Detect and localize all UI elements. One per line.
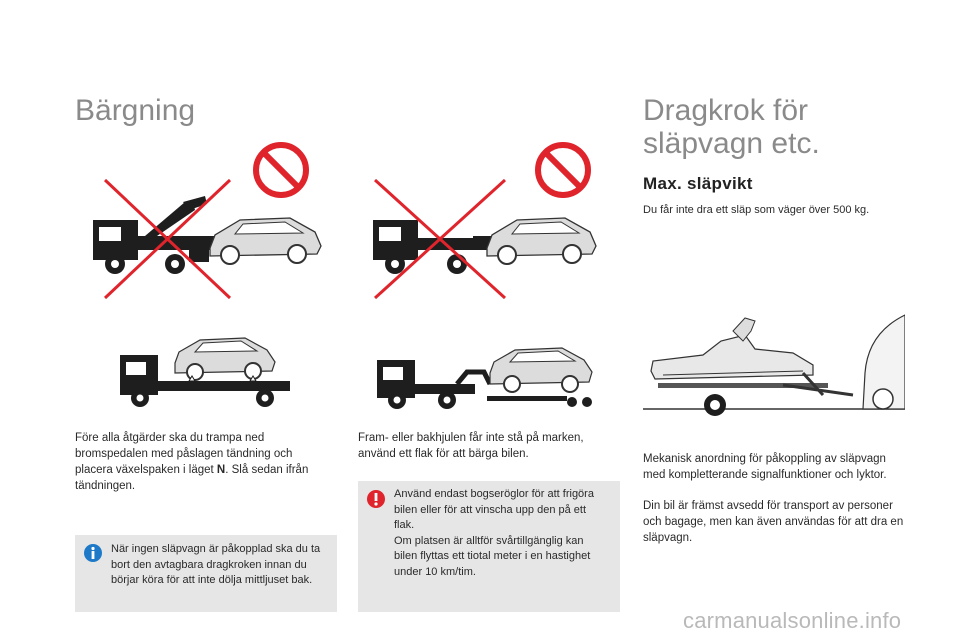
gear-position-n: N <box>216 464 226 476</box>
flatbed-instructions: Fram- eller bakhjulen får inte stå på ma… <box>358 432 584 460</box>
watermark: carmanualsonline.info <box>683 608 902 633</box>
towing-instructions-line-4: tändningen. <box>75 480 136 492</box>
section-heading-max-weight: Max. släpvikt <box>643 174 753 193</box>
warning-note-text: Använd endast bogseröglor för att frigör… <box>394 487 604 580</box>
tow-lift-prohibited-illustration <box>93 142 322 300</box>
warning-icon <box>367 490 385 508</box>
car-icon <box>209 217 322 265</box>
towing-instructions-line-2: bromspedalen med påslagen tändning och <box>75 448 293 460</box>
title-line-1: Dragkrok för <box>643 94 809 127</box>
warning-note: Använd endast bogseröglor för att frigör… <box>358 481 620 612</box>
max-weight-text: Du får inte dra ett släp som väger över … <box>643 204 870 216</box>
prohibition-icon <box>535 142 591 198</box>
towing-instructions-line-3: placera växelspaken i läget <box>75 464 217 476</box>
towbar-usage: Din bil är främst avsedd för transport a… <box>643 500 904 544</box>
info-note-text: När ingen släpvagn är påkopplad ska du t… <box>111 543 321 586</box>
warning-note-line-1: Använd endast bogseröglor för att frigör… <box>394 488 594 531</box>
towbar-description: Mekanisk anordning för påkoppling av slä… <box>643 453 887 481</box>
tow-drag-prohibited-illustration <box>373 142 597 300</box>
info-note: När ingen släpvagn är påkopplad ska du t… <box>75 535 337 612</box>
prohibition-icon <box>253 142 309 198</box>
tow-dolly-illustration <box>377 347 593 409</box>
car-icon <box>486 217 597 265</box>
flatbed-truck-illustration <box>120 337 290 407</box>
cross-line <box>103 178 232 300</box>
warning-note-line-2: Om platsen är alltför svårtillgänglig ka… <box>394 534 591 578</box>
page-title-towing: Bärgning <box>75 94 196 127</box>
info-icon <box>84 544 102 562</box>
towing-instructions-line-3-end: . Slå sedan ifrån <box>225 464 309 476</box>
towing-instructions: Före alla åtgärder ska du trampa ned bro… <box>75 430 335 494</box>
tow-truck-icon <box>373 220 493 274</box>
tow-truck-icon <box>93 196 218 274</box>
page-title-towbar: Dragkrok för släpvagn etc. <box>643 94 923 160</box>
title-line-2: släpvagn etc. <box>643 127 820 160</box>
towing-instructions-line-1: Före alla åtgärder ska du trampa ned <box>75 432 265 444</box>
cross-line <box>373 178 507 300</box>
jetski-trailer-illustration <box>643 314 905 416</box>
